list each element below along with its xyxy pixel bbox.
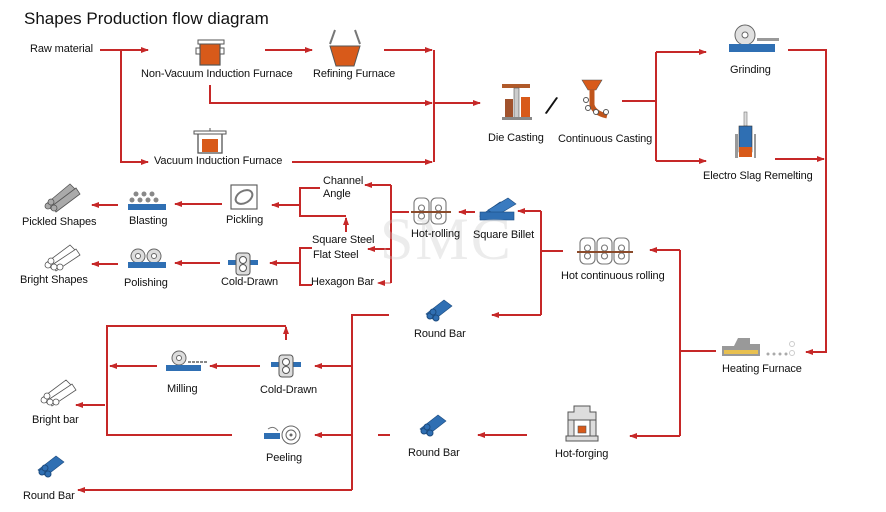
label-hexagon-bar: Hexagon Bar xyxy=(311,276,375,288)
label-die-casting: Die Casting xyxy=(488,132,544,144)
label-peeling: Peeling xyxy=(266,452,302,464)
induction-furnace-icon xyxy=(195,39,225,66)
label-cold-drawn-2: Cold-Drawn xyxy=(260,384,318,396)
label-pickling: Pickling xyxy=(226,214,264,226)
label-electro-slag: Electro Slag Remelting xyxy=(703,170,813,182)
label-grinding: Grinding xyxy=(730,64,771,76)
label-heating-furnace: Heating Furnace xyxy=(722,363,802,375)
cold-drawn-icon xyxy=(228,252,258,276)
connectors xyxy=(75,47,827,493)
label-milling: Milling xyxy=(167,383,198,395)
bright-bar-icon xyxy=(40,379,77,407)
label-round-bar-1: Round Bar xyxy=(414,328,466,340)
hot-rolling-icon xyxy=(411,197,451,225)
ladle-icon xyxy=(329,29,361,67)
pickling-icon xyxy=(230,184,258,210)
hot-forging-icon xyxy=(565,405,599,442)
cold-drawn-icon xyxy=(271,354,301,378)
label-non-vacuum-furnace: Non-Vacuum Induction Furnace xyxy=(141,68,293,80)
blasting-icon xyxy=(128,191,166,210)
label-refining-furnace: Refining Furnace xyxy=(313,68,396,80)
label-blasting: Blasting xyxy=(129,215,168,227)
pickled-shapes-icon xyxy=(44,183,81,213)
label-pickled-shapes: Pickled Shapes xyxy=(22,216,97,228)
label-cold-drawn-1: Cold-Drawn xyxy=(221,276,279,288)
arrow-raw-to-vacuum xyxy=(120,50,149,165)
label-round-bar-2: Round Bar xyxy=(408,447,460,459)
label-polishing: Polishing xyxy=(124,277,168,289)
label-flat-steel: Flat Steel xyxy=(313,249,359,261)
grinding-icon xyxy=(729,24,779,52)
round-bar-icon xyxy=(37,455,65,478)
label-continuous-casting: Continuous Casting xyxy=(558,133,653,145)
label-bright-bar: Bright bar xyxy=(32,414,79,426)
line-flat-bracket xyxy=(299,247,312,286)
bright-shapes-icon xyxy=(44,244,81,272)
watermark: SMC xyxy=(380,206,513,272)
round-bar-icon xyxy=(419,414,447,437)
hot-continuous-rolling-icon xyxy=(577,237,633,265)
heating-furnace-icon xyxy=(722,338,795,356)
vacuum-furnace-icon xyxy=(193,128,227,154)
label-square-steel: Square Steel xyxy=(312,234,375,246)
label-hot-forging: Hot-forging xyxy=(555,448,609,460)
line-top-loop xyxy=(106,325,286,436)
label-channel: Channel xyxy=(323,175,364,187)
milling-icon xyxy=(166,350,208,371)
diagram-title: Shapes Production flow diagram xyxy=(24,9,269,28)
die-casting-icon xyxy=(502,84,532,120)
polishing-icon xyxy=(128,248,166,268)
casting-separator: / xyxy=(543,90,561,121)
arrow-grinding-out xyxy=(788,49,827,355)
label-hot-continuous-rolling: Hot continuous rolling xyxy=(561,270,665,282)
label-bright-shapes: Bright Shapes xyxy=(20,274,88,286)
electro-slag-icon xyxy=(735,111,756,158)
label-hot-rolling: Hot-rolling xyxy=(411,228,461,240)
label-square-billet: Square Billet xyxy=(473,229,535,241)
label-raw-material: Raw material xyxy=(30,43,93,55)
continuous-casting-icon xyxy=(581,79,609,119)
square-billet-icon xyxy=(479,197,517,221)
arrow-nonvacuum-direct xyxy=(209,85,433,106)
round-bar-icon xyxy=(425,299,453,322)
label-round-bar-3: Round Bar xyxy=(23,490,75,502)
label-angle: Angle xyxy=(323,188,351,200)
line-roundbar-out xyxy=(351,314,389,475)
line-channel-bracket xyxy=(299,187,346,217)
label-vacuum-furnace: Vacuum Induction Furnace xyxy=(154,155,283,167)
peeling-icon xyxy=(264,425,301,445)
